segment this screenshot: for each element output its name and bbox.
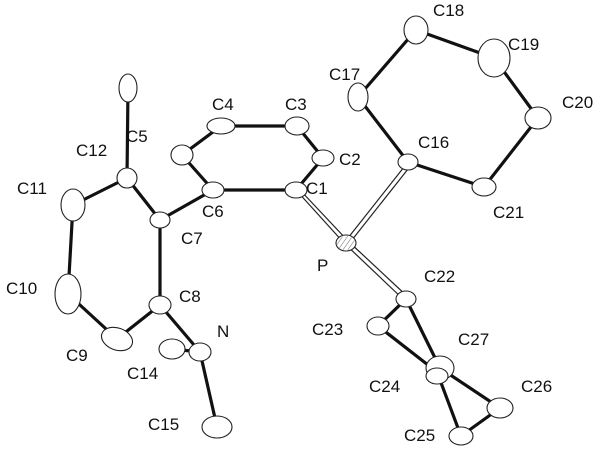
bond-c1-p [295,189,345,244]
bond-c16-c17 [356,95,410,164]
atom-c10 [54,273,82,315]
atom-c16 [397,153,419,171]
atom-c3 [284,116,310,136]
label-c27: C27 [458,330,489,349]
label-c25: C25 [404,426,435,445]
atom-c20 [524,106,552,130]
bond-p-c22 [343,242,405,301]
label-c3: C3 [285,95,307,114]
atom-c25 [448,426,474,446]
atom-c21 [471,177,497,197]
atom-c1 [284,181,308,199]
label-c20: C20 [562,93,593,112]
atom-c26 [486,397,514,419]
label-c10: C10 [6,279,37,298]
label-c14: C14 [127,364,158,383]
bond-c1-p-2 [299,189,349,242]
atom-c5 [170,144,194,166]
label-c15: C15 [148,415,179,434]
label-c12: C12 [76,141,107,160]
label-c5: C5 [126,127,148,146]
atom-c9 [100,326,134,352]
bond-c12-methyl [125,86,130,180]
atom-c4 [206,117,236,135]
label-c9: C9 [66,346,88,365]
atom-c17 [347,82,369,112]
label-c8: C8 [179,287,201,306]
atom-c14 [158,338,186,360]
atom-p-hatch [337,236,355,250]
atom-c7 [149,211,171,229]
label-c19: C19 [508,35,539,54]
atom-c11 [60,188,86,222]
atom-c13-methyl [118,73,138,103]
label-c2: C2 [339,150,361,169]
label-c4: C4 [212,95,234,114]
atom-c6 [201,181,225,199]
atom-c23 [366,316,390,336]
label-c26: C26 [521,377,552,396]
label-c6: C6 [202,202,224,221]
label-n: N [217,322,229,341]
bond-p-c16-2 [347,163,413,246]
label-c7: C7 [181,229,203,248]
atom-c12 [116,167,138,189]
atom-n [188,342,212,362]
atoms [54,15,552,446]
bond-c17-c18 [356,28,418,99]
atom-c19 [477,38,511,78]
label-c11: C11 [17,179,47,198]
atom-labels: C1 C2 C3 C4 C5 C6 C7 C8 C9 C10 C11 C12 C… [6,1,593,445]
bond-n-c15 [198,350,219,429]
bond-c21-c16 [406,160,486,189]
label-c23: C23 [312,320,343,339]
label-c24: C24 [369,377,400,396]
bond-c20-c21 [482,116,540,189]
label-c17: C17 [329,65,360,84]
atom-c8 [148,295,172,315]
label-c1: C1 [306,179,328,198]
label-p: P [317,256,328,275]
atom-c22 [395,290,417,308]
atom-c24 [425,367,449,385]
bond-p-c16 [343,161,409,244]
bond-p-c22-2 [347,240,409,298]
atom-c2 [311,149,335,167]
label-c18: C18 [433,1,464,20]
label-c22: C22 [424,267,455,286]
label-c16: C16 [418,133,449,152]
label-c21: C21 [493,203,524,222]
atom-c18 [403,15,429,45]
atom-c15 [201,415,233,439]
bond-c8-n [158,303,202,354]
